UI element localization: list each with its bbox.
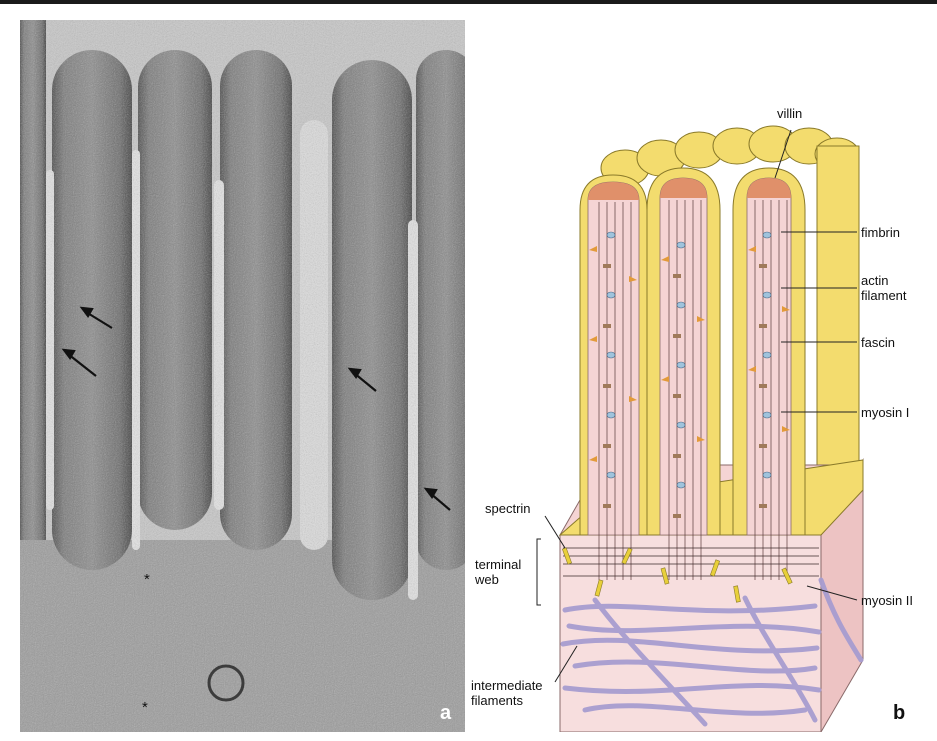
label-terminal-web: terminal web bbox=[475, 557, 521, 587]
micrograph-image: * * bbox=[20, 20, 465, 732]
label-fascin: fascin bbox=[861, 335, 895, 350]
micrograph-panel: * * a bbox=[20, 20, 465, 732]
schematic-panel: villin fimbrin actin filament fascin myo… bbox=[465, 20, 937, 732]
top-rule bbox=[0, 0, 937, 4]
label-spectrin: spectrin bbox=[485, 501, 531, 516]
label-fimbrin: fimbrin bbox=[861, 225, 900, 240]
microvillus-diagram bbox=[465, 20, 937, 732]
asterisk-upper: * bbox=[144, 571, 150, 588]
label-myosin-i: myosin I bbox=[861, 405, 909, 420]
asterisk-lower: * bbox=[142, 699, 148, 716]
label-actin-filament: actin filament bbox=[861, 273, 907, 303]
label-villin: villin bbox=[777, 106, 802, 121]
panel-a-letter: a bbox=[440, 702, 451, 725]
panel-b-letter: b bbox=[893, 702, 905, 725]
label-intermediate-filaments: intermediate filaments bbox=[471, 678, 543, 708]
label-myosin-ii: myosin II bbox=[861, 593, 913, 608]
